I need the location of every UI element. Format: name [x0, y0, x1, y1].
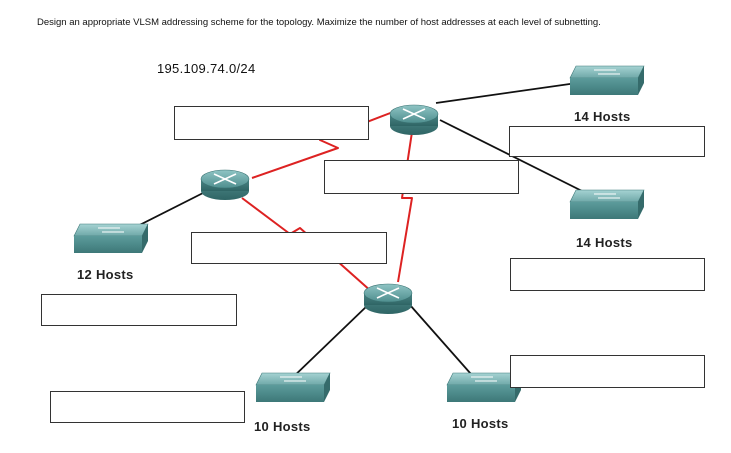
answer-box-lan-top-right[interactable]: [509, 126, 705, 157]
router-left: [200, 169, 250, 200]
ethernet-link-bottom-left: [289, 304, 369, 381]
router-top: [389, 104, 439, 135]
host-label-left: 12 Hosts: [77, 267, 134, 282]
answer-box-lan-bottom-left[interactable]: [50, 391, 245, 423]
network-address: 195.109.74.0/24: [157, 61, 256, 76]
host-label-bottom-left: 10 Hosts: [254, 419, 311, 434]
answer-box-wan-center[interactable]: [324, 160, 519, 194]
serial-link-center: [397, 131, 413, 283]
switch-left: [73, 223, 149, 253]
switch-top-right: [569, 65, 645, 95]
answer-box-wan-left[interactable]: [191, 232, 387, 264]
answer-box-lan-bottom-right[interactable]: [510, 355, 705, 388]
ethernet-link-bottom-right: [409, 304, 479, 383]
answer-box-lan-left[interactable]: [41, 294, 237, 326]
host-label-bottom-right: 10 Hosts: [452, 416, 509, 431]
ethernet-link-right: [439, 119, 601, 201]
router-bottom: [363, 283, 413, 314]
switch-bottom-left: [255, 372, 331, 402]
answer-box-wan-top-left[interactable]: [174, 106, 369, 140]
instruction-text: Design an appropriate VLSM addressing sc…: [37, 17, 601, 28]
ethernet-links: [109, 79, 601, 383]
answer-box-lan-right[interactable]: [510, 258, 705, 291]
host-label-top-right: 14 Hosts: [574, 109, 631, 124]
switch-right: [569, 189, 645, 219]
host-label-right: 14 Hosts: [576, 235, 633, 250]
switch-bottom-right: [446, 372, 522, 402]
